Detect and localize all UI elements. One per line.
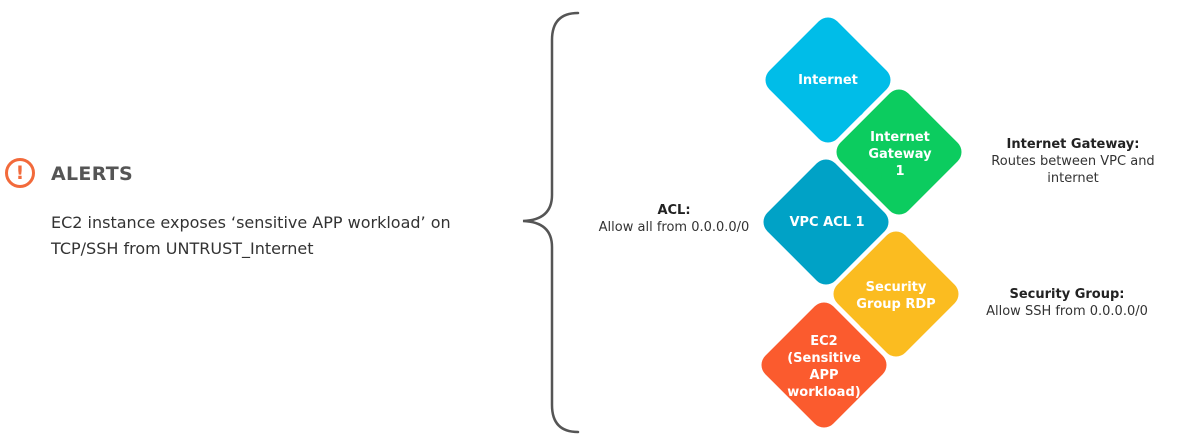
annotation-text: internet xyxy=(1047,171,1099,186)
security-group-annotation: Security Group: Allow SSH from 0.0.0.0/0 xyxy=(962,286,1172,320)
alert-description-line: TCP/SSH from UNTRUST_Internet xyxy=(51,239,314,258)
vpc-acl-label: VPC ACL 1 xyxy=(789,214,865,230)
puzzle-connector xyxy=(862,167,882,187)
acl-annotation: ACL: Allow all from 0.0.0.0/0 xyxy=(580,202,768,236)
alert-description: EC2 instance exposes ‘sensitive APP work… xyxy=(51,210,521,262)
alert-description-line: EC2 instance exposes ‘sensitive APP work… xyxy=(51,213,451,232)
internet-gateway-annotation: Internet Gateway: Routes between VPC and… xyxy=(968,136,1178,187)
alert-panel: ! ALERTS EC2 instance exposes ‘sensitive… xyxy=(0,0,540,443)
puzzle-connector xyxy=(845,97,865,117)
security-group-label: Security Group RDP xyxy=(856,280,936,312)
internet-label: Internet xyxy=(798,72,858,88)
annotation-text: Allow all from 0.0.0.0/0 xyxy=(598,220,750,235)
ec2-label: EC2 (Sensitive APP workload) xyxy=(787,334,861,400)
internet-gateway-label: Internet Gateway 1 xyxy=(868,129,932,179)
puzzle-connector xyxy=(858,310,878,330)
annotation-title: Security Group: xyxy=(1009,287,1125,302)
annotation-title: ACL: xyxy=(657,203,691,218)
exclamation-circle-icon: ! xyxy=(5,158,35,188)
annotation-text: Routes between VPC and xyxy=(991,154,1155,169)
alert-title: ALERTS xyxy=(51,163,134,185)
annotation-title: Internet Gateway: xyxy=(1006,137,1140,152)
puzzle-connector xyxy=(842,237,862,257)
annotation-text: Allow SSH from 0.0.0.0/0 xyxy=(986,304,1148,319)
